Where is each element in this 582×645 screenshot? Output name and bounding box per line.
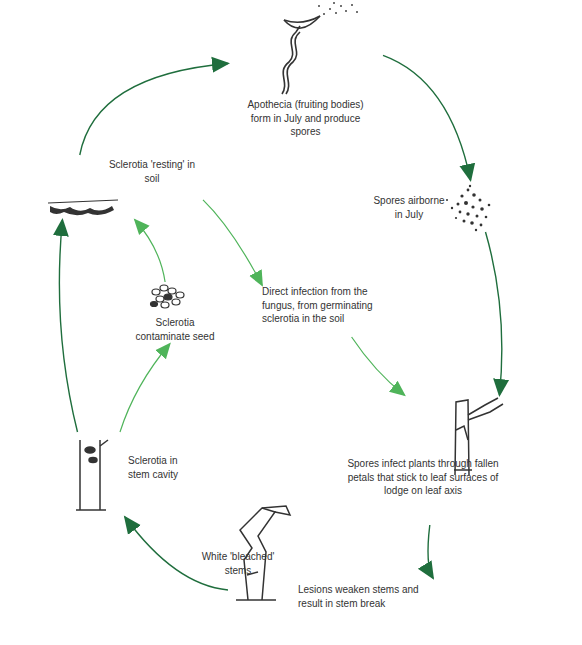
cycle-arrow — [352, 337, 405, 395]
soil-drawing — [48, 200, 118, 215]
cycle-arrow — [59, 220, 77, 432]
stage-node: Sclerotia in stem cavity — [70, 432, 195, 517]
stage-node: Lesions weaken stems and result in stem … — [228, 505, 433, 623]
stage-text: Sclerotia in stem cavity — [128, 454, 194, 481]
cycle-arrow — [80, 63, 228, 155]
spore-dots — [318, 2, 358, 15]
cycle-arrow — [120, 344, 170, 432]
cycle-arrow — [486, 232, 502, 395]
stage-text: Sclerotia 'resting' in soil — [103, 158, 201, 185]
cycle-arrow — [135, 220, 165, 282]
stage-node: Spores infect plants through fallen peta… — [338, 395, 508, 525]
stage-text: Sclerotia contaminate seed — [132, 316, 218, 343]
stage-text: Lesions weaken stems and result in stem … — [298, 583, 426, 610]
stage-text: Direct infection from the fungus, from g… — [262, 285, 390, 326]
cycle-arrow — [428, 525, 433, 578]
apothecium-drawing — [282, 16, 320, 94]
seed-cluster — [151, 285, 185, 308]
stage-node: Direct infection from the fungus, from g… — [262, 285, 390, 337]
stage-text: Spores infect plants through fallen peta… — [344, 457, 502, 498]
stage-node: Sclerotia 'resting' in soil — [45, 155, 203, 220]
stage-text: Apothecia (fruiting bodies) form in July… — [238, 98, 373, 139]
edge-label: White 'bleached' stems — [198, 550, 278, 577]
stage-text: Spores airborne in July — [370, 194, 448, 221]
stem-cavity-drawing — [76, 440, 108, 510]
spore-cloud — [446, 185, 490, 231]
cycle-arrow — [383, 55, 471, 180]
stage-node: Spores airborne in July — [368, 180, 493, 232]
cycle-arrow — [203, 200, 262, 285]
stage-node: Apothecia (fruiting bodies) form in July… — [228, 0, 383, 135]
stage-node: Sclerotia contaminate seed — [130, 282, 220, 344]
